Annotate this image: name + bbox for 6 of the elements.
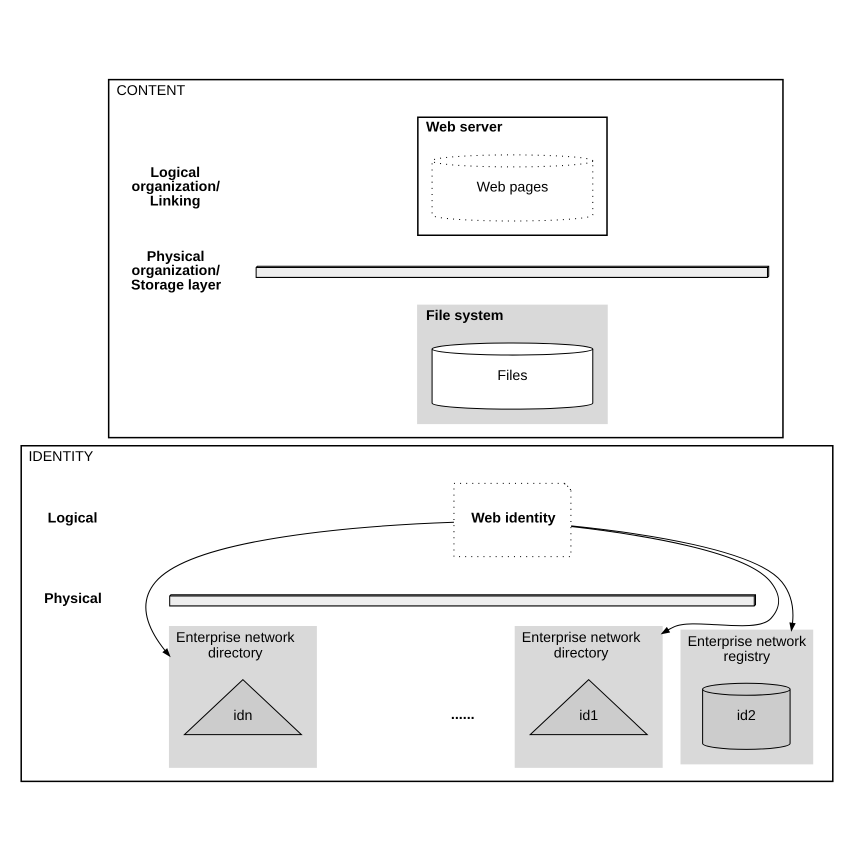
label: Logical organization/ Linking	[131, 164, 220, 210]
label: Physical organization/ Storage layer	[130, 248, 221, 294]
arrow	[145, 522, 454, 658]
label: Logical	[47, 510, 97, 527]
label: ......	[450, 707, 474, 724]
label: Physical	[44, 591, 102, 608]
